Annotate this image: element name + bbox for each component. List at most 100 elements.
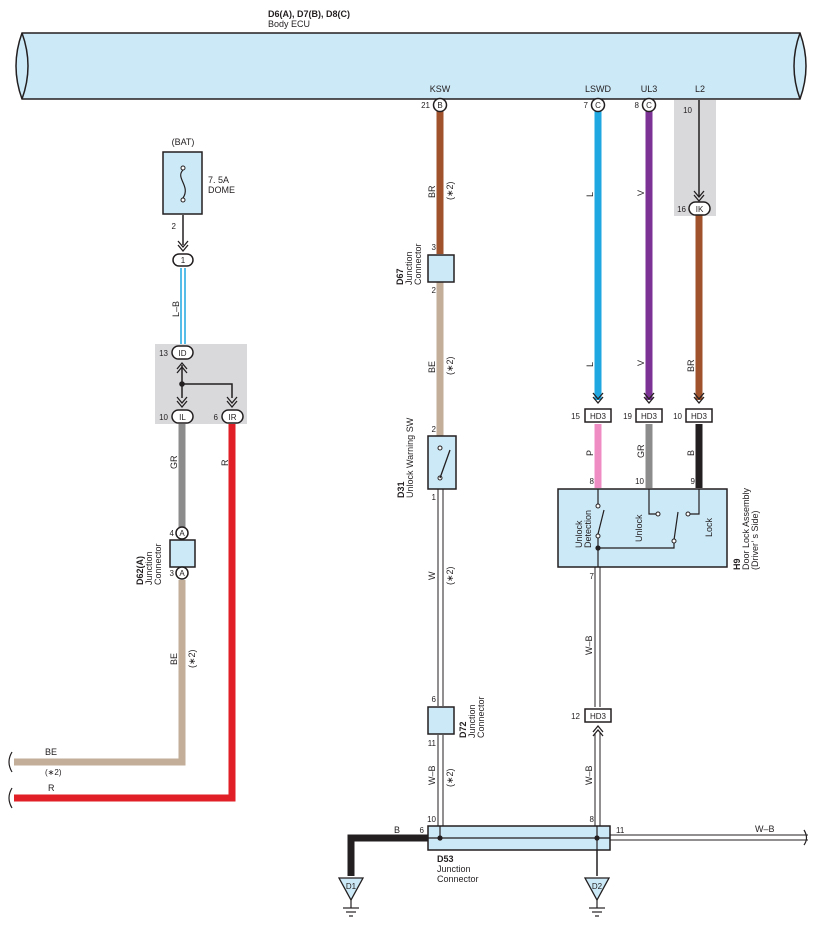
terminal-ul3: UL3 [641,84,658,94]
svg-text:Connector: Connector [437,874,479,884]
unlock-detection-switch-icon [597,509,605,535]
label-v-top: V [636,190,646,196]
svg-text:11: 11 [616,826,625,835]
svg-text:10: 10 [159,413,168,422]
label-wb-exit: W–B [755,824,775,834]
svg-text:8: 8 [590,815,595,824]
svg-text:12: 12 [571,712,580,721]
junction-d67: 3 2 D67 Junction Connector [395,243,455,295]
svg-text:4: 4 [170,529,175,538]
body-ecu-break-right [793,32,801,100]
d31-id: D31 [396,481,406,498]
svg-text:Unlock: Unlock [634,514,644,542]
label-r-exit: R [48,783,55,793]
fuse-name: DOME [208,185,235,195]
svg-text:10: 10 [683,106,692,115]
svg-text:Connector: Connector [413,243,423,285]
svg-text:10: 10 [673,412,682,421]
label-be-left-note: (∗2) [187,649,197,668]
svg-text:2: 2 [172,222,177,231]
svg-text:Unlock: Unlock [574,520,584,548]
label-b-ground: B [394,825,400,835]
svg-text:6: 6 [432,695,437,704]
connector-il: IL 10 [159,396,194,424]
lock-switch-icon [673,511,679,541]
svg-text:A: A [179,529,185,538]
connector-hd3-19: HD3 19 [623,392,663,423]
label-be-center: BE [427,361,437,373]
svg-text:D2: D2 [592,882,603,891]
label-be-exit: BE [45,747,57,757]
label-l-bottom: L [585,362,595,367]
svg-text:11: 11 [428,739,437,748]
svg-text:1: 1 [432,493,437,502]
door-lock-assembly-h9: 8 10 9 Unlock Detection Unlock Lock 7 H9… [557,477,760,581]
svg-text:D1: D1 [346,882,357,891]
svg-text:10: 10 [427,815,436,824]
svg-text:HD3: HD3 [641,412,658,421]
label-l-top: L [585,192,595,197]
svg-text:15: 15 [571,412,580,421]
wire-r [14,424,236,802]
svg-text:Connector: Connector [153,543,163,585]
svg-text:7: 7 [584,101,589,110]
terminal-l2: L2 [695,84,705,94]
svg-text:6: 6 [420,826,425,835]
terminal-lswd: LSWD [585,84,612,94]
svg-text:16: 16 [677,205,686,214]
fuse-source: (BAT) [172,137,195,147]
ground-d2: D2 [583,877,611,917]
svg-text:2: 2 [432,425,437,434]
wire-be-left [14,580,186,766]
label-v-bottom: V [636,360,646,366]
svg-text:Unlock Warning SW: Unlock Warning SW [405,417,415,498]
label-b-h9: B [686,450,696,456]
junction-d72: 6 11 D72 Junction Connector [427,695,486,748]
label-br-ksw-note: (∗2) [445,181,455,200]
label-gr-h9: GR [636,444,646,458]
svg-text:13: 13 [159,349,168,358]
d62-id: D62(A) [135,556,145,585]
svg-text:C: C [646,101,652,110]
connector-ik: IK 16 [677,190,711,216]
label-lb: L–B [171,301,181,317]
svg-text:3: 3 [170,569,175,578]
h9-id: H9 [732,558,742,570]
svg-text:8: 8 [635,101,640,110]
svg-text:1: 1 [181,256,186,265]
label-wb-center: W–B [427,765,437,785]
body-ecu: D6(A), D7(B), D8(C) Body ECU [15,9,807,100]
fuse-rating: 7. 5A [208,175,229,185]
label-r-vertical: R [220,459,230,466]
junction-d62: A 4 A 3 D62(A) Junction Connector [135,526,196,585]
ecu-pin-lswd: C 7 LSWD [584,84,612,113]
svg-text:HD3: HD3 [691,412,708,421]
svg-text:19: 19 [623,412,632,421]
body-ecu-box [15,32,807,100]
label-br-l2: BR [686,359,696,372]
label-be-left: BE [169,653,179,665]
d72-id: D72 [458,721,468,738]
wire-splice-internal [182,383,233,398]
svg-text:Junction: Junction [437,864,471,874]
svg-text:10: 10 [635,477,644,486]
fuse-icon [180,169,186,199]
body-ecu-break-left [21,32,29,100]
d53-id: D53 [437,854,454,864]
svg-text:9: 9 [691,477,696,486]
connector-id: ID 13 [159,345,194,374]
svg-text:Lock: Lock [704,517,714,537]
l2-shade [674,100,716,216]
svg-text:B: B [437,101,442,110]
connector-1: 1 [172,240,194,267]
ecu-pin-ul3: C 8 UL3 [635,84,658,113]
label-gr-left: GR [169,455,179,469]
svg-text:2: 2 [432,286,437,295]
label-w-note: (∗2) [445,566,455,585]
svg-text:Junction: Junction [404,251,414,285]
svg-text:ID: ID [179,349,187,358]
ecu-pin-ksw: B 21 KSW [421,84,451,113]
svg-text:IR: IR [229,413,237,422]
svg-text:6: 6 [214,413,219,422]
